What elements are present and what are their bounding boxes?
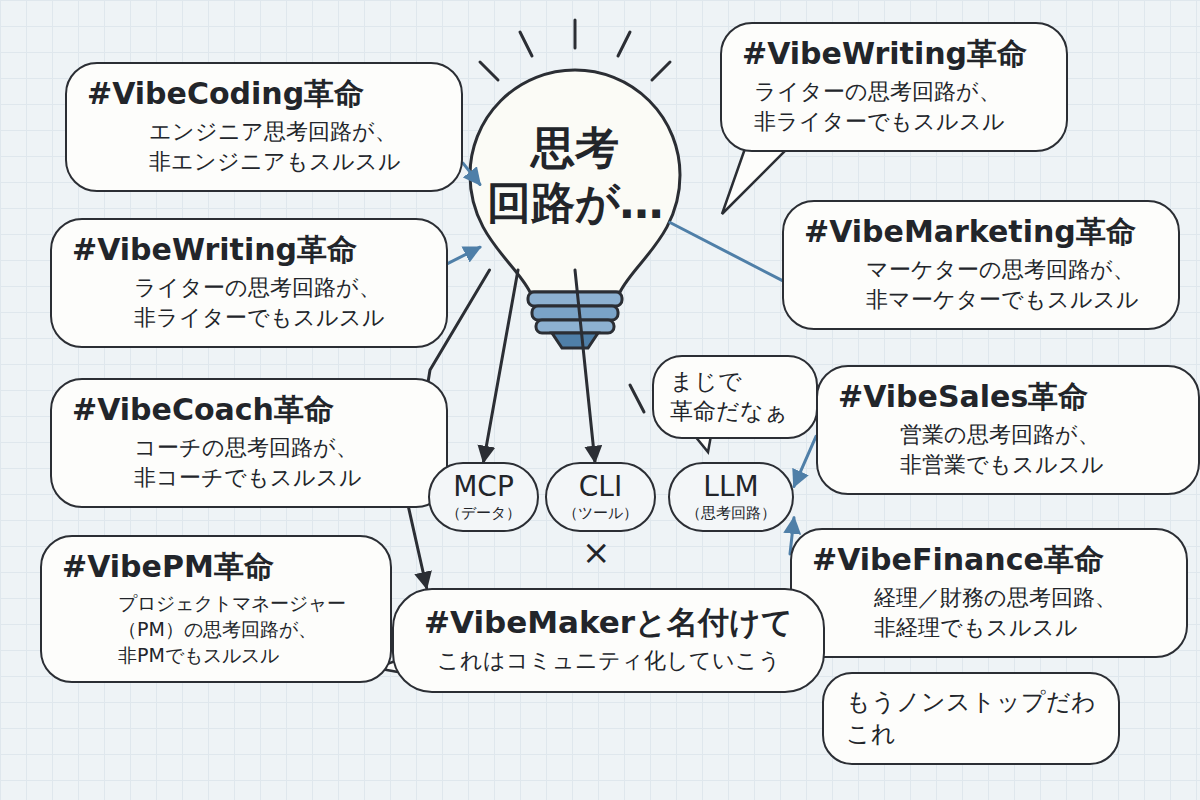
- heading-text: #VibeMarketing革命: [804, 212, 1156, 251]
- body-text: コーチの思考回路が、 非コーチでもスルスル: [134, 433, 424, 494]
- pill-node: LLM（思考回路）: [668, 462, 794, 532]
- speech-bubble: #VibeMarketing革命マーケターの思考回路が、 非マーケターでもスルス…: [782, 200, 1180, 330]
- body-text: マーケターの思考回路が、 非マーケターでもスルスル: [866, 255, 1156, 316]
- connector-arrow: [794, 436, 816, 486]
- heading-text: #VibeWriting革命: [72, 230, 424, 269]
- connector-arrow: [670, 223, 782, 281]
- body-text: （思考回路）: [686, 504, 776, 522]
- heading-text: LLM: [686, 470, 776, 504]
- operator-label: ×: [582, 532, 611, 572]
- heading-text: 思考 回路が…: [480, 120, 670, 230]
- comment-bubble: まじで 革命だなぁ: [652, 355, 818, 439]
- speech-bubble: #VibeWriting革命ライターの思考回路が、 非ライターでもスルスル: [50, 218, 448, 348]
- body-text: （ツール）: [563, 504, 638, 522]
- heading-text: #VibeFinance革命: [812, 540, 1164, 579]
- pill-node: MCP（データ）: [428, 462, 539, 532]
- heading-text: もうノンストップだわ これ: [846, 686, 1096, 751]
- heading-text: #VibePM革命: [62, 547, 368, 586]
- body-text: プロジェクトマネージャー （PM）の思考回路が、 非PMでもスルスル: [118, 590, 368, 669]
- connector-arrow: [575, 270, 595, 462]
- heading-text: #VibeWriting革命: [742, 34, 1044, 73]
- heading-text: #VibeSales革命: [838, 377, 1176, 416]
- speech-bubble: #VibeSales革命営業の思考回路が、 非営業でもスルスル: [816, 365, 1200, 495]
- connector-arrow: [448, 247, 480, 263]
- body-text: ライターの思考回路が、 非ライターでもスルスル: [134, 273, 424, 334]
- text-wrap: 思考 回路が…: [480, 120, 670, 230]
- connector-arrow: [484, 270, 519, 462]
- body-text: 営業の思考回路が、 非営業でもスルスル: [900, 420, 1176, 481]
- speech-bubble: #VibeCoding革命エンジニア思考回路が、 非エンジニアもスルスル: [65, 62, 463, 192]
- heading-text: CLI: [563, 470, 638, 504]
- body-text: これはコミュニティ化していこう: [424, 646, 793, 677]
- spark-stroke: [630, 385, 644, 412]
- comment-bubble: もうノンストップだわ これ: [822, 672, 1120, 765]
- body-text: （データ）: [446, 504, 521, 522]
- body-text: エンジニア思考回路が、 非エンジニアもスルスル: [149, 117, 439, 178]
- connector-arrow: [463, 163, 480, 184]
- heading-text: #VibeCoach革命: [72, 390, 424, 429]
- pill-node: CLI（ツール）: [545, 462, 656, 532]
- lightbulb-text: 思考 回路が…: [480, 80, 670, 270]
- speech-bubble: #VibeFinance革命経理／財務の思考回路、 非経理でもスルスル: [790, 528, 1188, 658]
- speech-bubble: #VibeCoach革命コーチの思考回路が、 非コーチでもスルスル: [50, 378, 448, 508]
- heading-text: MCP: [446, 470, 521, 504]
- heading-text: #VibeMakerと名付けて: [424, 602, 793, 642]
- speech-bubble: #VibeWriting革命ライターの思考回路が、 非ライターでもスルスル: [720, 22, 1068, 152]
- heading-text: #VibeCoding革命: [87, 74, 439, 113]
- speech-bubble: #VibePM革命プロジェクトマネージャー （PM）の思考回路が、 非PMでもス…: [40, 535, 392, 683]
- lightbulb: [470, 70, 680, 348]
- heading-text: まじで 革命だなぁ: [670, 367, 800, 427]
- speech-bubble: #VibeMakerと名付けてこれはコミュニティ化していこう: [392, 588, 825, 693]
- body-text: 経理／財務の思考回路、 非経理でもスルスル: [874, 583, 1164, 644]
- body-text: ライターの思考回路が、 非ライターでもスルスル: [754, 77, 1044, 138]
